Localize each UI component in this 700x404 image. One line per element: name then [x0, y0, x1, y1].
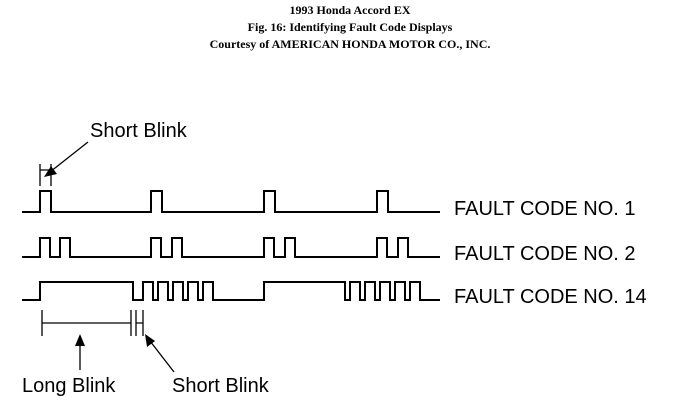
figure-vehicle-title: 1993 Honda Accord EX [289, 3, 411, 17]
callout-short-blink-top: Short Blink [90, 120, 188, 142]
label-fault-code-2: FAULT CODE NO. 2 [454, 243, 636, 265]
callout-short-blink-bottom: Short Blink [172, 375, 270, 397]
long-blink-dimension [41, 310, 132, 336]
waveform-fault-code-1 [22, 190, 440, 213]
figure-courtesy: Courtesy of AMERICAN HONDA MOTOR CO., IN… [209, 37, 491, 51]
callout-short-blink-bottom-arrowhead [145, 334, 155, 347]
waveform-fault-code-2 [22, 237, 440, 258]
label-fault-code-14: FAULT CODE NO. 14 [454, 286, 647, 308]
label-fault-code-1: FAULT CODE NO. 1 [454, 198, 636, 220]
callout-long-blink-arrowhead [75, 334, 85, 346]
callout-short-blink-bottom-leader [149, 340, 175, 373]
callout-long-blink: Long Blink [22, 375, 116, 397]
waveform-fault-code-14 [22, 281, 440, 301]
short-blink-width-bracket-top [39, 164, 52, 186]
callout-short-blink-top-leader [49, 141, 89, 173]
figure-caption: Fig. 16: Identifying Fault Code Displays [247, 20, 453, 34]
figure-header: 1993 Honda Accord EX Fig. 16: Identifyin… [0, 2, 700, 53]
short-blink-dimension-bottom [135, 310, 144, 336]
